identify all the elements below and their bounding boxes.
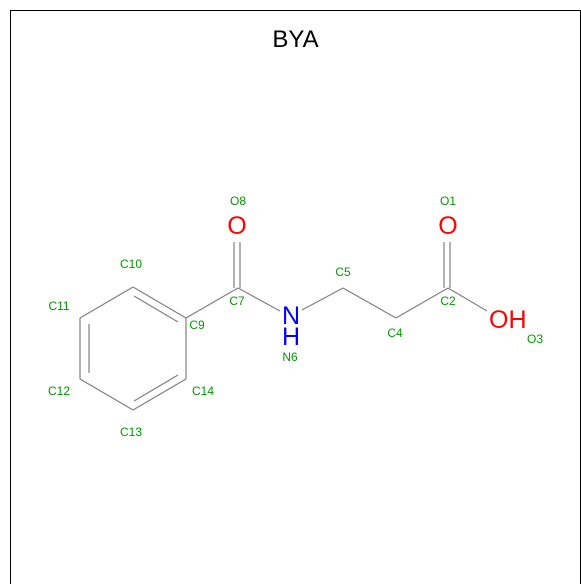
atom-label-c12: C12 — [48, 384, 70, 398]
bond-c5-c4 — [342, 287, 397, 319]
atom-label-c7: C7 — [229, 294, 245, 308]
atom-label-c2: C2 — [440, 294, 456, 308]
atom-label-c5: C5 — [335, 265, 351, 279]
atom-label-n6: N6 — [282, 350, 298, 364]
atom-label-o3: O3 — [527, 332, 543, 346]
atom-label-c10: C10 — [120, 257, 142, 271]
bond-c10-c9 — [132, 286, 187, 319]
bond-c9-c7 — [185, 287, 239, 319]
bond-c2-o3 — [447, 287, 488, 312]
o1-symbol: O — [438, 212, 457, 240]
diagram-frame — [10, 10, 581, 584]
bonds — [79, 242, 488, 411]
atom-label-o8: O8 — [230, 194, 246, 208]
bond-inner-c14-c13 — [133, 374, 179, 402]
atom-label-c9: C9 — [189, 318, 205, 332]
n6-hydrogen-symbol: H — [282, 323, 300, 351]
molecule-title: BYA — [272, 26, 319, 53]
bond-c7-n6 — [237, 287, 281, 312]
bond-c4-c2 — [395, 287, 449, 319]
bond-c14-c13 — [132, 378, 187, 411]
atom-label-c4: C4 — [387, 326, 403, 340]
bond-inner-c10-c9 — [133, 295, 179, 323]
atom-label-c11: C11 — [48, 299, 69, 313]
o8-symbol: O — [227, 212, 246, 240]
atom-label-c13: C13 — [120, 425, 142, 439]
atom-label-o1: O1 — [440, 194, 456, 208]
n6-symbol: N — [282, 302, 300, 330]
atom-label-c14: C14 — [192, 384, 214, 398]
bond-c13-c12 — [79, 378, 134, 411]
bond-c11-c10 — [79, 286, 134, 319]
bond-n6-c5 — [301, 287, 344, 311]
atom-labels: O8 C10 C11 C12 C13 C14 C9 C7 N6 C5 C4 C2… — [48, 194, 543, 439]
o3-symbol: OH — [489, 306, 527, 334]
